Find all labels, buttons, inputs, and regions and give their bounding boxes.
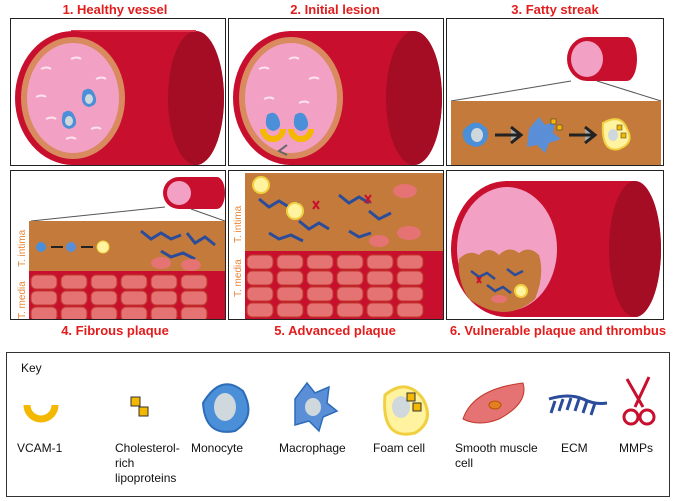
initial-lesion-illustration	[233, 31, 442, 165]
key-item-vcam-1: VCAM-1	[17, 373, 87, 493]
foam-cell-icon	[252, 176, 270, 194]
cholesterol-rich-lipoproteins-icon	[130, 396, 149, 417]
monocyte-icon	[462, 122, 488, 147]
smooth-muscle-cell-icon	[151, 257, 171, 269]
key-label-foam-cell: Foam cell	[373, 441, 426, 455]
arrow-icon	[569, 125, 598, 145]
media-layer-label: T. media	[17, 281, 28, 319]
foam-cell-icon	[514, 284, 528, 298]
mmps-icon	[364, 194, 372, 204]
key-label-cholesterol-rich-lipoproteins: Cholesterol-rich lipoproteins	[115, 441, 180, 485]
smooth-muscle-cell-icon	[462, 382, 525, 424]
foam-cell-icon	[96, 240, 110, 254]
key-item-ecm: ECM	[545, 373, 615, 493]
advanced-plaque-illustration	[245, 173, 443, 319]
panel-advanced-plaque: T. media T. intima	[228, 170, 444, 320]
monocyte-icon	[81, 88, 97, 107]
intima-layer-label: T. intima	[233, 205, 244, 243]
mmps-icon	[312, 200, 320, 210]
key-item-monocyte: Monocyte	[191, 373, 271, 493]
ecm-icon	[258, 193, 392, 243]
stage-1-title: 1. Healthy vessel	[62, 2, 168, 17]
arrow-icon	[495, 125, 524, 145]
key-label-smooth-muscle-cell: Smooth muscle cell	[455, 441, 538, 470]
foam-cell-icon	[286, 202, 304, 220]
panel-fibrous-plaque: T. media T. intima	[10, 170, 226, 320]
stage-5-title: 5. Advanced plaque	[274, 323, 396, 338]
panel-vulnerable-plaque	[446, 170, 664, 320]
key-item-smooth-muscle-cell: Smooth muscle cell	[455, 373, 545, 493]
intima-layer-label: T. intima	[17, 229, 28, 267]
key-item-foam-cell: Foam cell	[373, 373, 453, 493]
ecm-icon	[548, 394, 608, 416]
key-legend: Key VCAM-1 Cholesterol-rich lipoproteins…	[6, 352, 670, 497]
smooth-muscle-cell-icon	[181, 259, 201, 271]
monocyte-icon	[265, 112, 309, 131]
vcam-1-icon	[23, 404, 59, 423]
foam-cell-icon	[601, 118, 631, 151]
foam-cell-icon	[383, 385, 429, 436]
monocyte-icon	[201, 383, 250, 433]
key-label-mmps: MMPs	[619, 441, 653, 455]
macrophage-icon	[527, 117, 563, 153]
key-item-mmps: MMPs	[613, 373, 669, 493]
stage-4-title: 4. Fibrous plaque	[61, 323, 169, 338]
mmps-icon	[476, 276, 482, 284]
vcam-1-icon	[260, 128, 314, 142]
key-item-macrophage: Macrophage	[279, 373, 359, 493]
mmps-icon	[622, 376, 656, 426]
ecm-icon	[470, 268, 524, 294]
monocyte-icon	[61, 110, 77, 129]
key-label-vcam-1: VCAM-1	[17, 441, 63, 455]
smooth-muscle-cell-icon	[397, 226, 421, 240]
media-layer-label: T. media	[233, 259, 244, 297]
key-item-cholesterol-rich-lipoproteins: Cholesterol-rich lipoproteins	[115, 373, 195, 493]
stage-3-title: 3. Fatty streak	[511, 2, 599, 17]
fatty-streak-illustration	[450, 37, 662, 165]
ecm-icon	[140, 229, 216, 261]
smooth-muscle-cell-icon	[393, 184, 417, 198]
panel-initial-lesion	[228, 18, 444, 166]
stage-6-title: 6. Vulnerable plaque and thrombus	[449, 323, 667, 338]
key-label-ecm: ECM	[561, 441, 588, 455]
vulnerable-plaque-illustration	[451, 181, 661, 317]
panel-fatty-streak	[446, 18, 664, 166]
panel-healthy-vessel	[10, 18, 226, 166]
key-title: Key	[21, 361, 42, 375]
key-label-macrophage: Macrophage	[279, 441, 346, 455]
stage-2-title: 2. Initial lesion	[290, 2, 380, 17]
monocyte-icon	[36, 242, 46, 252]
macrophage-icon	[66, 242, 76, 252]
macrophage-icon	[294, 381, 339, 433]
key-label-monocyte: Monocyte	[191, 441, 244, 455]
migration-arrow	[277, 144, 288, 156]
fibrous-plaque-illustration	[29, 177, 225, 319]
smooth-muscle-cell-icon	[491, 295, 507, 303]
smooth-muscle-cell-icon	[369, 235, 389, 247]
healthy-vessel-illustration	[15, 30, 224, 165]
